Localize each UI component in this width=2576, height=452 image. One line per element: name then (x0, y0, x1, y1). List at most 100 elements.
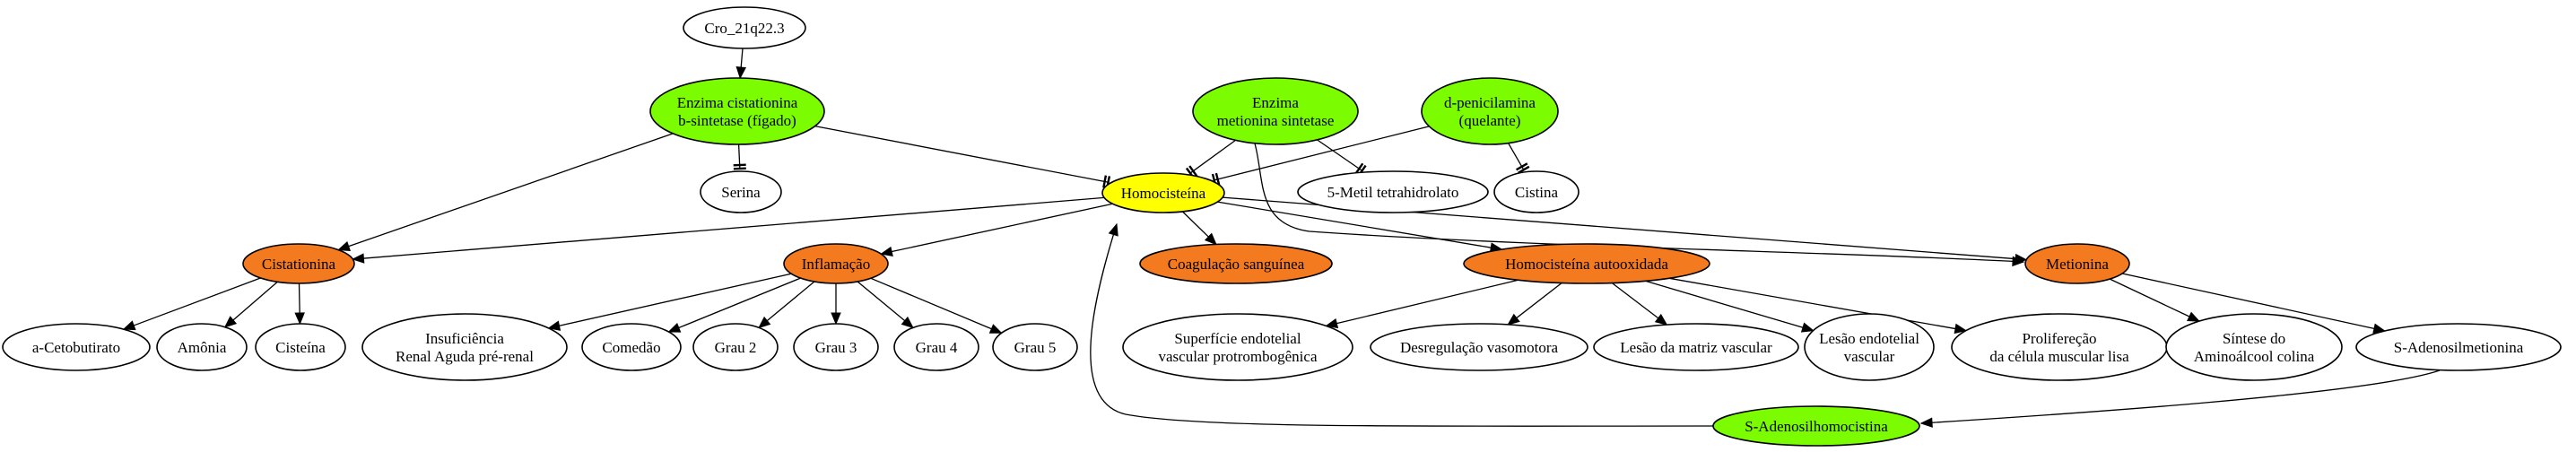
node-homocisteina-autooxidada: Homocisteína autooxidada (1463, 243, 1710, 284)
edge-line (890, 203, 1113, 253)
arrow-head (1654, 313, 1668, 326)
node-shape-coagulacao (1139, 243, 1333, 284)
node-shape-adenosilhomocistina (1712, 405, 1920, 447)
node-label-superficie: vascular protrombogênica (1158, 348, 1317, 365)
node-label-penicilamina: d-penicilamina (1444, 94, 1536, 111)
edge-line (814, 125, 1110, 184)
node-shape-insuficiencia (361, 313, 568, 381)
node-label-cistationina-sintetase: Enzima cistationina (677, 94, 798, 111)
edge-homocisteina-autooxidada-to-superficie (1325, 279, 1519, 329)
node-metil-tetrahidrolato: 5-Metil tetrahidrolato (1297, 170, 1489, 213)
node-label-adenosilhomocistina: S-Adenosilhomocistina (1745, 418, 1888, 435)
arrow-head (337, 241, 352, 251)
node-label-grau5: Grau 5 (1014, 339, 1057, 356)
node-shape-desregulacao (1370, 323, 1588, 371)
edge-line (2122, 273, 2376, 330)
edge-adenosilmetionina-to-adenosilhomocistina (1919, 369, 2441, 428)
node-serina: Serina (700, 170, 782, 213)
edge-line (1217, 201, 1493, 248)
node-shape-metil-tetrahidrolato (1297, 170, 1489, 213)
edge-homocisteina-to-coagulacao (1181, 211, 1217, 246)
node-shape-homocisteina (1101, 172, 1225, 213)
node-label-cisteina: Cisteína (275, 339, 326, 356)
node-cro: Cro_21q22.3 (683, 6, 806, 49)
node-shape-superficie (1122, 313, 1353, 381)
node-grau3: Grau 3 (793, 323, 879, 371)
node-shape-comedao (581, 323, 682, 371)
arrow-head (901, 316, 914, 329)
inhibition-bar (1102, 175, 1108, 188)
edge-line (1090, 223, 1714, 427)
node-coagulacao: Coagulação sanguínea (1139, 243, 1333, 284)
node-desregulacao: Desregulação vasomotora (1370, 323, 1588, 371)
edge-line (1213, 126, 1430, 181)
inhibition-bar (733, 167, 746, 170)
inhibition-bar (1188, 165, 1198, 178)
edge-line (231, 281, 278, 322)
edge-line (857, 281, 906, 322)
edge-inflamacao-to-grau4 (857, 281, 914, 329)
node-inflamacao: Inflamação (783, 243, 889, 284)
node-shape-lesao-matriz (1593, 323, 1799, 371)
node-adenosilmetionina: S-Adenosilmetionina (2355, 323, 2562, 371)
node-label-sintese-colina: Aminoálcool colina (2194, 348, 2315, 365)
edge-penicilamina-to-cistina (1508, 143, 1530, 174)
node-shape-cisteina (255, 323, 346, 371)
edge-homocisteina-autooxidada-to-lesao-matriz (1611, 282, 1668, 326)
node-shape-serina (700, 170, 782, 213)
node-lesao-matriz: Lesão da matriz vascular (1593, 323, 1799, 371)
node-shape-lesao-endotelial (1804, 313, 1935, 381)
arrow-head (1800, 322, 1815, 333)
node-shape-proliferacao (1951, 313, 2168, 381)
node-label-lesao-matriz: Lesão da matriz vascular (1620, 339, 1772, 356)
node-label-coagulacao: Coagulação sanguínea (1168, 256, 1305, 273)
node-label-homocisteina-autooxidada: Homocisteína autooxidada (1505, 256, 1668, 273)
node-shape-sintese-colina (2165, 313, 2343, 381)
inhibition-bar (1518, 165, 1530, 174)
edge-line (1611, 282, 1659, 319)
arrow-head (1325, 317, 1339, 329)
node-shape-cro (683, 6, 806, 49)
arrow-head (1954, 323, 1968, 335)
node-label-amonia: Amônia (178, 339, 227, 356)
edge-metionina-to-sintese-colina (2110, 278, 2200, 322)
node-shape-inflamacao (783, 243, 889, 284)
edge-line (1254, 143, 2024, 263)
edge-homocisteina-to-cistationina (352, 196, 1105, 264)
node-shape-homocisteina-autooxidada (1463, 243, 1710, 284)
node-amonia: Amônia (156, 323, 248, 371)
node-shape-grau3 (793, 323, 879, 371)
node-label-superficie: Superfície endotelial (1174, 330, 1301, 347)
arrow-head (223, 316, 238, 328)
node-shape-grau2 (692, 323, 779, 371)
edge-line (740, 48, 744, 69)
arrow-head (831, 312, 841, 326)
node-label-lesao-endotelial: Lesão endotelial (1819, 330, 1919, 347)
edge-inflamacao-to-comedao (667, 277, 801, 333)
edge-line (362, 196, 1105, 259)
node-comedao: Comedão (581, 323, 682, 371)
edge-line (766, 281, 815, 322)
edge-cistationina-to-amonia (223, 281, 278, 328)
node-label-grau2: Grau 2 (715, 339, 757, 356)
arrow-head (1919, 417, 1933, 428)
node-label-metionina-sintetase: metionina sintetase (1217, 112, 1335, 129)
inhibition-bar (1516, 162, 1528, 171)
node-penicilamina: d-penicilamina(quelante) (1421, 77, 1559, 145)
edge-homocisteina-autooxidada-to-desregulacao (1507, 282, 1562, 326)
node-cistina: Cistina (1493, 170, 1580, 213)
node-label-adenosilmetionina: S-Adenosilmetionina (2394, 339, 2524, 356)
edge-inflamacao-to-grau3 (831, 283, 841, 326)
node-label-serina: Serina (721, 184, 761, 201)
edge-adenosilhomocistina-to-homocisteina (1090, 222, 1714, 427)
node-shape-cistationina-sintetase (649, 77, 825, 145)
node-label-metil-tetrahidrolato: 5-Metil tetrahidrolato (1327, 184, 1459, 201)
edge-metionina-sintetase-to-metil-tetrahidrolato (1317, 139, 1367, 177)
edge-inflamacao-to-grau2 (758, 281, 815, 329)
node-label-desregulacao: Desregulação vasomotora (1400, 339, 1559, 356)
node-cistationina: Cistationina (242, 243, 355, 284)
arrow-head (122, 320, 136, 331)
